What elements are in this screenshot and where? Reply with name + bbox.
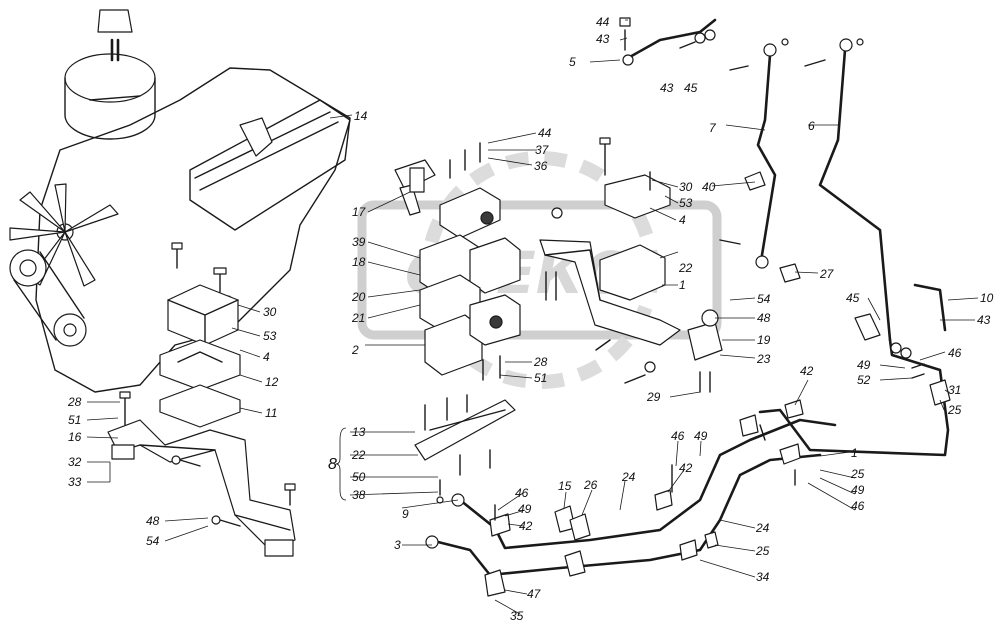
label-29: 29 xyxy=(646,390,661,404)
label-6: 6 xyxy=(808,119,815,133)
label-36: 36 xyxy=(534,159,548,173)
label-53: 53 xyxy=(263,329,277,343)
label-42: 42 xyxy=(800,364,814,378)
label-24: 24 xyxy=(621,470,636,484)
label-46: 46 xyxy=(671,429,685,443)
label-14: 14 xyxy=(354,109,368,123)
label-51: 51 xyxy=(534,371,547,385)
label-2: 2 xyxy=(351,343,359,357)
label-10: 10 xyxy=(980,291,994,305)
label-44: 44 xyxy=(596,15,610,29)
top-cables xyxy=(619,17,892,342)
rear-mount-blocks xyxy=(394,142,521,376)
label-45: 45 xyxy=(684,81,698,95)
label-52: 52 xyxy=(857,373,871,387)
right-cable-group xyxy=(758,283,951,457)
label-46: 46 xyxy=(948,346,962,360)
label-1: 1 xyxy=(679,278,686,292)
label-54: 54 xyxy=(146,534,160,548)
label-11: 11 xyxy=(265,406,277,420)
label-49: 49 xyxy=(518,502,532,516)
label-28: 28 xyxy=(67,395,82,409)
label-8: 8 xyxy=(328,456,337,473)
label-50: 50 xyxy=(352,470,366,484)
front-support-parts xyxy=(159,242,241,428)
label-23: 23 xyxy=(756,352,771,366)
label-45: 45 xyxy=(846,291,860,305)
label-49: 49 xyxy=(857,358,871,372)
label-22: 22 xyxy=(351,448,366,462)
label-35: 35 xyxy=(510,609,524,623)
label-54: 54 xyxy=(757,292,771,306)
label-44: 44 xyxy=(538,126,552,140)
bracket-assembly-8 xyxy=(414,394,516,504)
label-22: 22 xyxy=(678,261,693,275)
label-43: 43 xyxy=(596,32,610,46)
label-25: 25 xyxy=(755,544,770,558)
label-38: 38 xyxy=(352,488,366,502)
label-39: 39 xyxy=(352,235,366,249)
label-48: 48 xyxy=(757,311,771,325)
engine-assembly xyxy=(9,9,351,393)
label-12: 12 xyxy=(265,375,279,389)
label-46: 46 xyxy=(851,499,865,513)
label-19: 19 xyxy=(757,333,771,347)
label-30: 30 xyxy=(679,180,693,194)
callout-labels: 44 43 5 43 45 7 6 14 44 37 36 30 53 4 40… xyxy=(67,15,994,623)
label-53: 53 xyxy=(679,196,693,210)
label-28: 28 xyxy=(533,355,548,369)
label-18: 18 xyxy=(352,255,366,269)
label-5: 5 xyxy=(569,55,576,69)
label-48: 48 xyxy=(146,514,160,528)
label-26: 26 xyxy=(583,478,598,492)
rear-crossmember xyxy=(482,137,723,393)
label-49: 49 xyxy=(851,483,865,497)
label-7: 7 xyxy=(709,121,717,135)
label-25: 25 xyxy=(850,467,865,481)
label-34: 34 xyxy=(756,570,770,584)
label-4: 4 xyxy=(263,350,270,364)
label-21: 21 xyxy=(351,311,365,325)
label-15: 15 xyxy=(558,479,572,493)
front-crossmember xyxy=(107,391,296,557)
label-17: 17 xyxy=(352,205,367,219)
label-30: 30 xyxy=(263,305,277,319)
label-40: 40 xyxy=(702,180,716,194)
label-1: 1 xyxy=(851,446,858,460)
label-37: 37 xyxy=(535,143,550,157)
lower-control-rods xyxy=(425,399,837,597)
label-46: 46 xyxy=(515,486,529,500)
label-43: 43 xyxy=(660,81,674,95)
label-51: 51 xyxy=(68,413,81,427)
label-20: 20 xyxy=(351,290,366,304)
label-33: 33 xyxy=(68,475,82,489)
label-25: 25 xyxy=(947,403,962,417)
label-13: 13 xyxy=(352,425,366,439)
label-31: 31 xyxy=(948,383,961,397)
group-brace xyxy=(335,427,347,501)
label-3: 3 xyxy=(394,538,401,552)
label-42: 42 xyxy=(679,461,693,475)
leader-lines xyxy=(86,19,979,615)
label-16: 16 xyxy=(68,430,82,444)
label-27: 27 xyxy=(819,267,835,281)
label-4: 4 xyxy=(679,213,686,227)
label-9: 9 xyxy=(402,507,409,521)
label-32: 32 xyxy=(68,455,82,469)
label-42: 42 xyxy=(519,519,533,533)
label-24: 24 xyxy=(755,521,770,535)
label-47: 47 xyxy=(527,587,542,601)
label-49: 49 xyxy=(694,429,708,443)
label-43: 43 xyxy=(977,313,991,327)
